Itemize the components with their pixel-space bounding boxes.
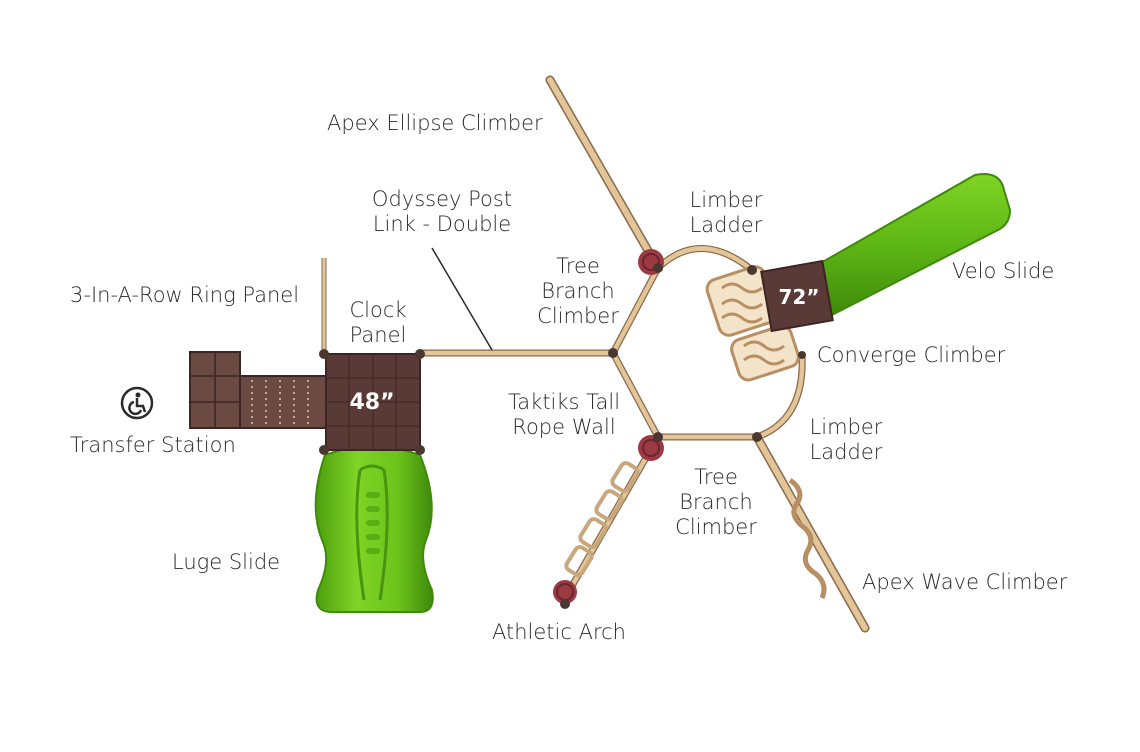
label-limber-ladder-bottom: Limber Ladder — [796, 415, 896, 465]
label-tree-top-line2: Branch — [541, 279, 615, 303]
label-velo-slide: Velo Slide — [952, 259, 1055, 283]
label-ring-panel: 3-In-A-Row Ring Panel — [70, 283, 300, 307]
label-taktiks-line1: Taktiks Tall — [507, 390, 621, 414]
velo-slide — [810, 173, 1012, 318]
label-tree-top-line3: Climber — [537, 304, 619, 328]
label-taktiks-line2: Rope Wall — [512, 415, 616, 439]
converge-climber — [705, 265, 800, 382]
deck-72 — [760, 259, 834, 333]
label-athletic-arch: Athletic Arch — [492, 620, 626, 644]
label-tree-bottom-line2: Branch — [679, 490, 753, 514]
label-apex-wave-climber: Apex Wave Climber — [862, 570, 1068, 594]
limber-ladder-bottom — [755, 354, 806, 441]
label-converge-climber: Converge Climber — [817, 343, 1006, 367]
post-caps — [319, 263, 762, 609]
label-tree-bottom-line3: Climber — [675, 515, 757, 539]
label-tree-branch-climber-bottom: Tree Branch Climber — [666, 465, 766, 540]
label-apex-ellipse-climber: Apex Ellipse Climber — [327, 111, 543, 135]
deck-48 — [325, 353, 421, 451]
deck-48-label: 48” — [349, 390, 395, 415]
label-tree-bottom-line1: Tree — [694, 465, 738, 489]
label-odyssey-line2: Link - Double — [372, 212, 512, 236]
deck-72-label: 72” — [778, 285, 820, 309]
label-clock-line2: Panel — [349, 323, 407, 347]
label-taktiks-rope-wall: Taktiks Tall Rope Wall — [494, 390, 634, 440]
tree-branch-climber-top — [609, 266, 662, 355]
transfer-station — [189, 351, 327, 429]
apex-wave-climber — [752, 432, 870, 633]
luge-slide — [314, 445, 434, 613]
wheelchair-accessible-icon — [120, 386, 154, 420]
label-clock-panel: Clock Panel — [336, 298, 420, 348]
label-odyssey-post-link: Odyssey Post Link - Double — [362, 187, 522, 237]
label-limber-top-line2: Ladder — [689, 213, 763, 237]
limber-ladder-top — [655, 245, 755, 273]
label-limber-ladder-top: Limber Ladder — [676, 188, 776, 238]
athletic-arch — [553, 435, 662, 604]
apex-ellipse-climber — [545, 75, 663, 273]
label-limber-bottom-line1: Limber — [809, 415, 883, 439]
label-odyssey-line1: Odyssey Post — [371, 187, 513, 211]
label-limber-top-line1: Limber — [689, 188, 763, 212]
label-tree-top-line1: Tree — [556, 254, 600, 278]
label-tree-branch-climber-top: Tree Branch Climber — [528, 254, 628, 329]
label-clock-line1: Clock — [349, 298, 407, 322]
label-transfer-station: Transfer Station — [70, 433, 236, 457]
label-limber-bottom-line2: Ladder — [809, 440, 883, 464]
tree-branch-climber-bottom — [609, 351, 662, 439]
odyssey-leader-line — [431, 247, 493, 351]
label-luge-slide: Luge Slide — [172, 550, 281, 574]
